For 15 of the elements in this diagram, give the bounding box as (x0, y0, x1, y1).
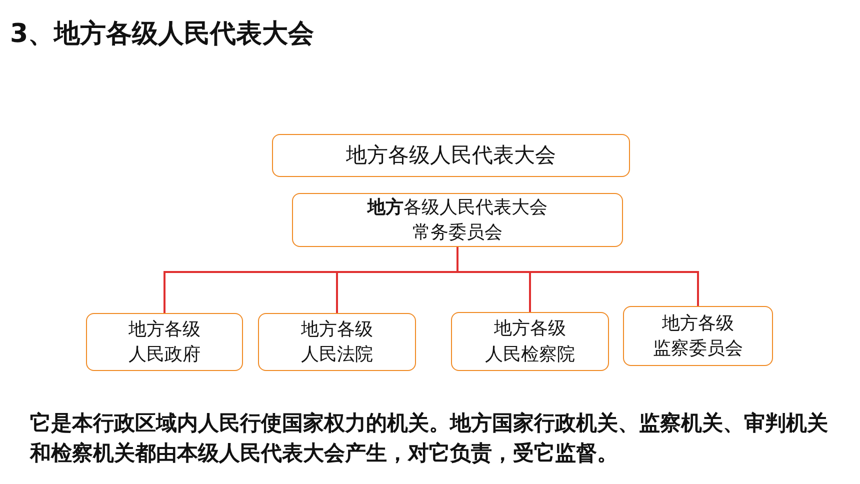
org-box (623, 306, 773, 366)
page-title: 3、地方各级人民代表大会 (10, 18, 314, 51)
node-label: 地方各级人民代表大会常务委员会 (368, 196, 548, 245)
org-box (272, 134, 630, 177)
node-label: 地方各级人民法院 (301, 318, 373, 367)
node-label: 地方各级人民政府 (128, 318, 200, 367)
org-box (258, 313, 416, 371)
node-label: 地方各级人民检察院 (485, 317, 575, 366)
connector-line (456, 247, 699, 306)
node-label: 地方各级人民代表大会 (346, 142, 556, 169)
org-box (451, 312, 609, 371)
node-label: 地方各级监察委员会 (653, 312, 743, 361)
org-box (86, 313, 243, 371)
org-box (292, 193, 623, 247)
description-paragraph: 它是本行政区域内人民行使国家权力的机关。地方国家行政机关、监察机关、审判机关和检察机关都由本级人民代表大会产生，对它负责，受它监督。 (30, 410, 829, 467)
